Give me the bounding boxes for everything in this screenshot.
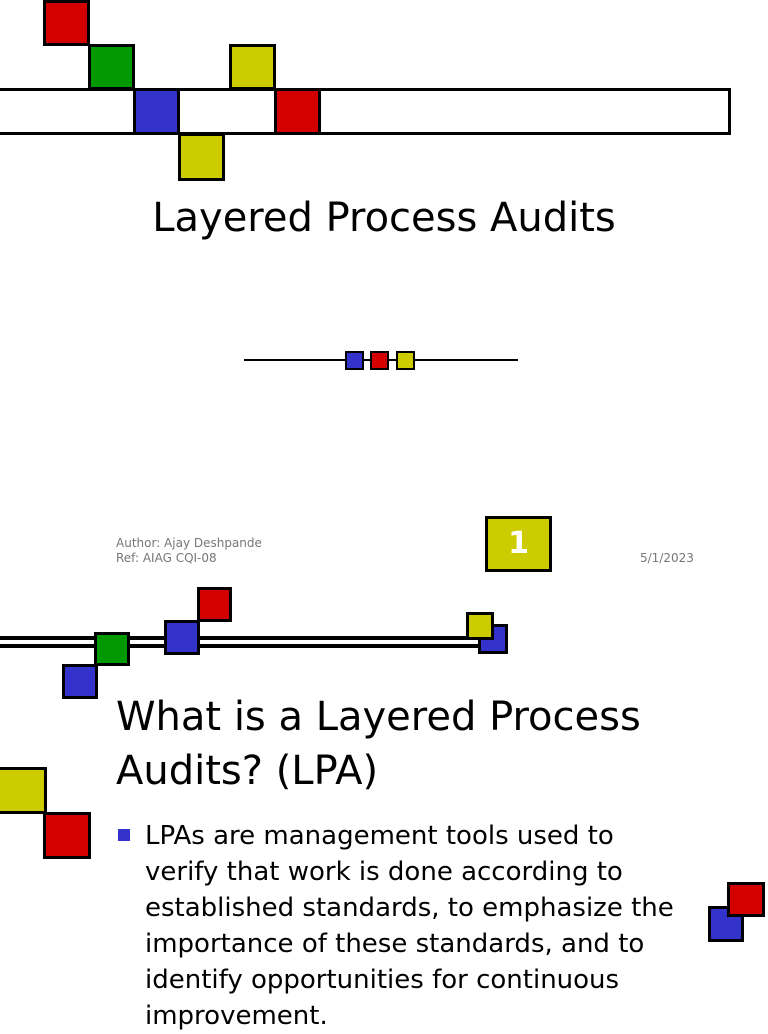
reference-text: Ref: AIAG CQI-08 xyxy=(116,551,217,565)
divider-square-blue xyxy=(345,351,364,370)
decor-square-red xyxy=(43,812,91,859)
decor-square-green xyxy=(88,44,135,90)
slide-heading: What is a Layered Process Audits? (LPA) xyxy=(116,690,716,798)
divider-square-red xyxy=(370,351,389,370)
decor-square-red xyxy=(274,88,321,135)
bullet-line: identify opportunities for continuous xyxy=(145,965,620,995)
bullet-line: improvement. xyxy=(145,1001,328,1031)
decor-square-yellow xyxy=(0,767,47,814)
decor-square-red xyxy=(197,587,232,622)
decor-square-red xyxy=(43,0,90,46)
bullet-line: importance of these standards, and to xyxy=(145,929,645,959)
page-number-badge: 1 xyxy=(485,516,552,572)
decor-square-blue xyxy=(164,620,200,655)
header-line-top xyxy=(0,636,490,640)
heading-line-1: What is a Layered Process xyxy=(116,694,641,740)
bullet-line: established standards, to emphasize the xyxy=(145,893,674,923)
decor-square-blue xyxy=(133,88,180,135)
heading-line-2: Audits? (LPA) xyxy=(116,748,379,794)
bullet-square-icon xyxy=(118,829,130,841)
decor-square-yellow xyxy=(178,133,225,181)
author-text: Author: Ajay Deshpande xyxy=(116,536,262,550)
decor-square-blue xyxy=(62,664,98,699)
header-bar xyxy=(0,88,731,135)
decor-square-green xyxy=(94,632,130,666)
footer-author: Author: Ajay Deshpande Ref: AIAG CQI-08 xyxy=(116,536,262,566)
decor-square-yellow xyxy=(229,44,276,90)
footer-date: 5/1/2023 xyxy=(640,551,694,565)
bullet-line: verify that work is done according to xyxy=(145,857,623,887)
decor-square-yellow xyxy=(466,612,494,640)
slide-title: Layered Process Audits xyxy=(152,195,616,241)
divider-square-yellow xyxy=(396,351,415,370)
bullet-line: LPAs are management tools used to xyxy=(145,821,614,851)
header-line-bottom xyxy=(0,644,490,648)
bullet-item: LPAs are management tools used to verify… xyxy=(145,818,705,1034)
decor-square-red xyxy=(727,882,765,917)
